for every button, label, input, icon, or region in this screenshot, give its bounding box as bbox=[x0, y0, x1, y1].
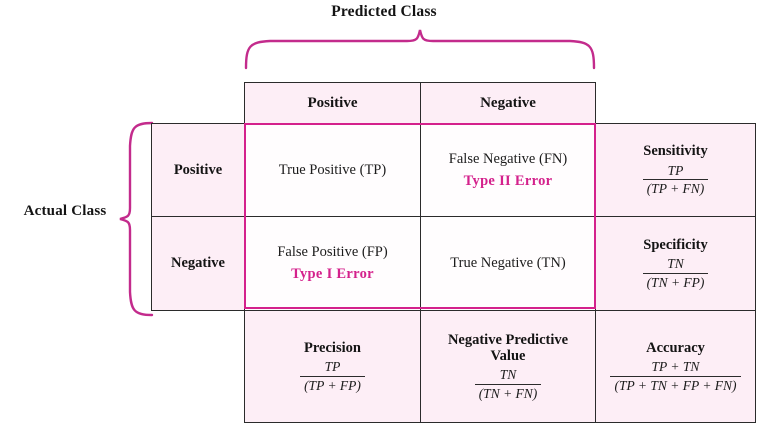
metric-specificity-name: Specificity bbox=[643, 236, 708, 253]
metric-precision-formula: TP (TP + FP) bbox=[300, 359, 365, 393]
metric-specificity-denominator: (TN + FP) bbox=[642, 272, 709, 291]
metric-sensitivity-formula: TP (TP + FN) bbox=[642, 162, 709, 197]
column-header-negative: Negative bbox=[420, 82, 596, 125]
cell-true-positive-label: True Positive (TP) bbox=[278, 161, 387, 178]
metric-negative-predictive-value: Negative Predictive Value TN (TN + FN) bbox=[420, 310, 596, 423]
metric-precision-numerator: TP bbox=[324, 359, 341, 375]
metric-specificity-formula: TN (TN + FP) bbox=[642, 256, 709, 291]
cell-true-negative: True Negative (TN) bbox=[420, 216, 596, 311]
row-header-negative-label: Negative bbox=[171, 255, 225, 271]
metric-accuracy-numerator: TP + TN bbox=[651, 359, 700, 375]
actual-class-title: Actual Class bbox=[23, 203, 107, 219]
metric-specificity: Specificity TN (TN + FP) bbox=[595, 216, 756, 311]
cell-true-negative-label: True Negative (TN) bbox=[450, 255, 566, 271]
metric-precision-name: Precision bbox=[304, 339, 361, 356]
row-header-positive-label: Positive bbox=[173, 161, 223, 178]
column-header-negative-label: Negative bbox=[480, 95, 536, 111]
cell-false-positive: False Positive (FP) Type I Error bbox=[244, 216, 421, 311]
actual-class-brace-icon bbox=[119, 121, 154, 317]
row-header-positive: Positive bbox=[151, 123, 245, 217]
cell-true-positive: True Positive (TP) bbox=[244, 123, 421, 217]
metric-accuracy-denominator: (TP + TN + FP + FN) bbox=[610, 375, 741, 394]
metric-sensitivity: Sensitivity TP (TP + FN) bbox=[595, 123, 756, 217]
metric-negative-predictive-value-numerator: TN bbox=[499, 367, 517, 383]
metric-precision: Precision TP (TP + FP) bbox=[244, 310, 421, 423]
metric-negative-predictive-value-name: Negative Predictive Value bbox=[447, 331, 569, 364]
metric-sensitivity-name: Sensitivity bbox=[643, 143, 708, 160]
metric-negative-predictive-value-denominator: (TN + FN) bbox=[474, 383, 542, 402]
metric-negative-predictive-value-formula: TN (TN + FN) bbox=[474, 367, 542, 402]
predicted-class-brace-icon bbox=[244, 29, 596, 70]
column-header-positive: Positive bbox=[244, 82, 421, 125]
cell-false-positive-label: False Positive (FP) bbox=[277, 244, 388, 260]
cell-false-negative-label: False Negative (FN) bbox=[448, 150, 568, 167]
cell-false-positive-error: Type I Error bbox=[291, 266, 374, 282]
metric-specificity-numerator: TN bbox=[667, 256, 684, 272]
metric-sensitivity-denominator: (TP + FN) bbox=[642, 179, 709, 197]
row-header-negative: Negative bbox=[151, 216, 245, 311]
metric-accuracy: Accuracy TP + TN (TP + TN + FP + FN) bbox=[595, 310, 756, 423]
predicted-class-title: Predicted Class bbox=[331, 3, 437, 20]
metric-sensitivity-numerator: TP bbox=[667, 162, 684, 178]
metric-precision-denominator: (TP + FP) bbox=[300, 375, 365, 394]
column-header-positive-label: Positive bbox=[307, 95, 358, 111]
cell-false-negative-error: Type II Error bbox=[463, 172, 553, 189]
cell-false-negative: False Negative (FN) Type II Error bbox=[420, 123, 596, 217]
metric-accuracy-name: Accuracy bbox=[646, 339, 705, 356]
metric-accuracy-formula: TP + TN (TP + TN + FP + FN) bbox=[610, 359, 741, 394]
